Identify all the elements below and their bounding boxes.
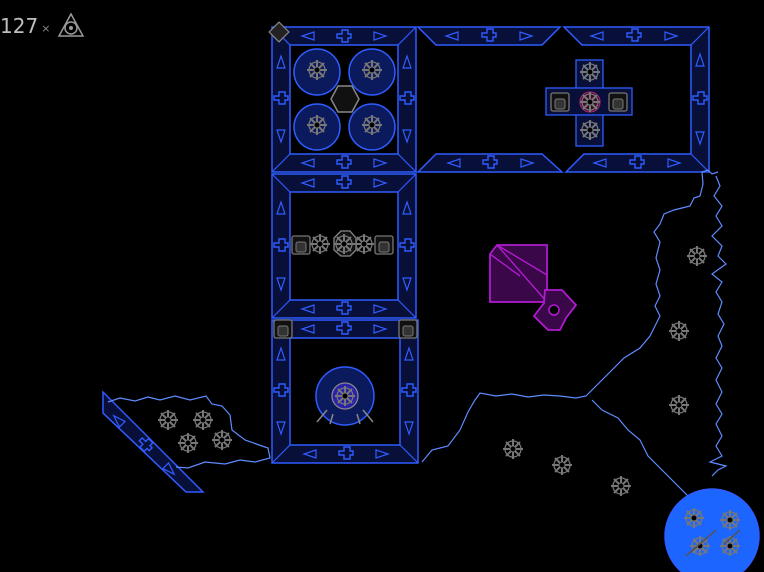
hatch-icon [268, 21, 290, 43]
cave-boundary [107, 169, 728, 509]
wall-bar-bottom [416, 153, 564, 173]
multiplier-symbol: × [41, 21, 51, 35]
wall-block-b [271, 173, 417, 319]
mine-icon [668, 320, 690, 342]
mine-icon [157, 409, 179, 431]
ship-icon [58, 12, 85, 37]
mine-icon [192, 409, 214, 431]
mine-icon [551, 454, 573, 476]
mine-icon [502, 438, 524, 460]
reactor-cluster [293, 48, 396, 151]
mine-icon [668, 394, 690, 416]
mine-icon [211, 429, 233, 451]
hud: 127 × [0, 12, 86, 40]
player-ship [489, 244, 578, 331]
portal-icon [315, 366, 375, 426]
wall-block-c [562, 26, 710, 173]
mine-icon [610, 475, 632, 497]
mine-icon [686, 245, 708, 267]
wall-bar-top [416, 26, 562, 46]
mine-icon [177, 432, 199, 454]
turret-cross [545, 59, 633, 147]
enemy-base [664, 488, 760, 572]
score-value: 127 [0, 14, 39, 38]
mine-field [157, 245, 708, 497]
wall-block-d [271, 319, 419, 464]
turret-row [291, 230, 394, 257]
